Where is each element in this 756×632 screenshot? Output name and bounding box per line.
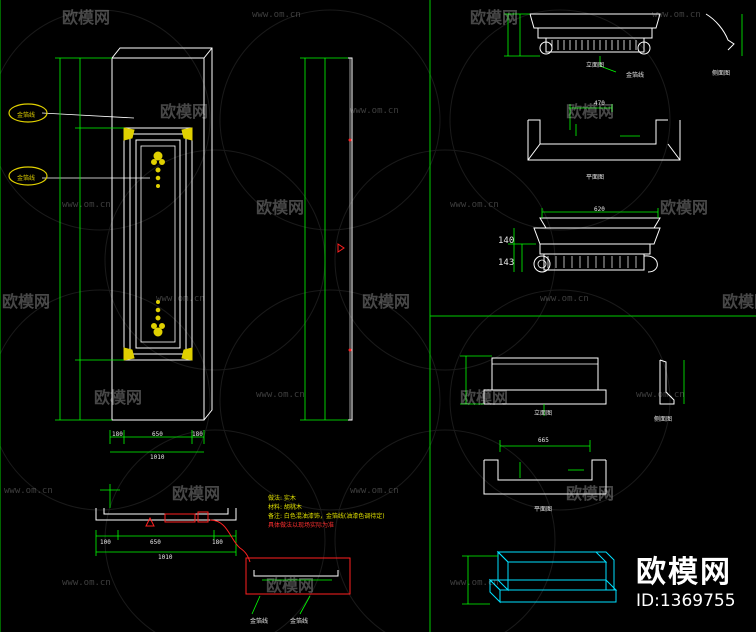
- watermark-url: www.om.cn: [540, 294, 589, 304]
- watermark-brand: 欧模网: [660, 198, 709, 217]
- watermark-url: www.om.cn: [652, 10, 701, 20]
- dim-total-width: 1010: [150, 454, 165, 461]
- material-note: 做法: 实木: [268, 495, 296, 502]
- watermark-url: www.om.cn: [636, 390, 685, 400]
- capital-height-dim: 140: [498, 236, 515, 246]
- dim-panel: 650: [152, 431, 163, 438]
- watermark-url: www.om.cn: [62, 578, 111, 588]
- detail-label: 金箔线: [290, 618, 309, 625]
- base-plan-label: 平面图: [534, 506, 553, 513]
- capital-callout-label: 金箔线: [626, 72, 645, 79]
- capital-plan: [527, 104, 681, 161]
- watermark-brand: 欧模网: [362, 292, 411, 311]
- callout-label: 金箔线: [17, 175, 36, 182]
- section-dim: 100: [100, 539, 111, 546]
- watermark-brand: 欧模网: [460, 388, 509, 407]
- watermark-url: www.om.cn: [256, 390, 305, 400]
- brand-badge: 欧模网 ID:1369755: [636, 556, 754, 612]
- watermark-brand: 欧模网: [566, 102, 615, 121]
- callout-cloud: [8, 103, 48, 123]
- capital-elevation-label: 立面图: [586, 62, 605, 69]
- base-elevation: [460, 355, 685, 416]
- base-plan-dim: 665: [538, 437, 549, 444]
- watermark-brand: 欧模网: [160, 102, 209, 121]
- capital-width-dim: 620: [594, 206, 605, 213]
- watermark-url: www.om.cn: [4, 486, 53, 496]
- watermark-url: www.om.cn: [450, 200, 499, 210]
- base-elevation-label: 立面图: [534, 410, 553, 417]
- capital-perspective: [508, 208, 661, 273]
- section-dim: 650: [150, 539, 161, 546]
- watermark-brand: 欧模网: [566, 484, 615, 503]
- capital-side-label: 侧面图: [712, 70, 731, 77]
- column-section-plan: [95, 484, 351, 615]
- watermark-url: www.om.cn: [450, 578, 499, 588]
- capital-plan-label: 平面图: [586, 174, 605, 181]
- watermark-arc-pattern: [0, 9, 671, 632]
- section-dim: 180: [212, 539, 223, 546]
- detail-label: 金箔线: [250, 618, 269, 625]
- dim-right-rail: 180: [192, 431, 203, 438]
- watermark-url: www.om.cn: [252, 10, 301, 20]
- watermark-brand: 欧模网: [172, 484, 221, 503]
- capital-height-dim: 143: [498, 258, 515, 268]
- material-note: 备注: 白色混油漆饰，金箔线(油漆色调待定): [268, 513, 385, 520]
- column-side-profile: [300, 57, 353, 421]
- watermark-brand: 欧模网: [722, 292, 756, 311]
- callout-label: 金箔线: [17, 112, 36, 119]
- base-plan: [483, 440, 607, 495]
- brand-name: 欧模网: [636, 555, 732, 590]
- watermark-url: www.om.cn: [62, 200, 111, 210]
- base-side-label: 侧面图: [654, 416, 673, 423]
- material-note: 材料: 胡桃木: [268, 504, 302, 511]
- section-dim-total: 1010: [158, 554, 173, 561]
- gold-corner-ornament: [123, 127, 193, 361]
- capital-plan-dim: 470: [594, 100, 605, 107]
- base-perspective: [488, 550, 618, 604]
- callout-cloud: [8, 166, 48, 186]
- watermark-brand: 欧模网: [256, 198, 305, 217]
- material-note-warning: 具体做法以现场实际为准: [268, 522, 335, 529]
- watermark-url: www.om.cn: [156, 294, 205, 304]
- capital-elevation: [504, 13, 743, 73]
- watermark-brand: 欧模网: [2, 292, 51, 311]
- watermark-url: www.om.cn: [350, 106, 399, 116]
- watermark-brand: 欧模网: [470, 8, 519, 27]
- watermark-brand: 欧模网: [266, 576, 315, 595]
- dim-left-rail: 180: [112, 431, 123, 438]
- watermark-brand: 欧模网: [94, 388, 143, 407]
- brand-id: ID:1369755: [636, 591, 736, 611]
- watermark-url: www.om.cn: [350, 486, 399, 496]
- column-elevation: [8, 47, 213, 453]
- watermark-brand: 欧模网: [62, 8, 111, 27]
